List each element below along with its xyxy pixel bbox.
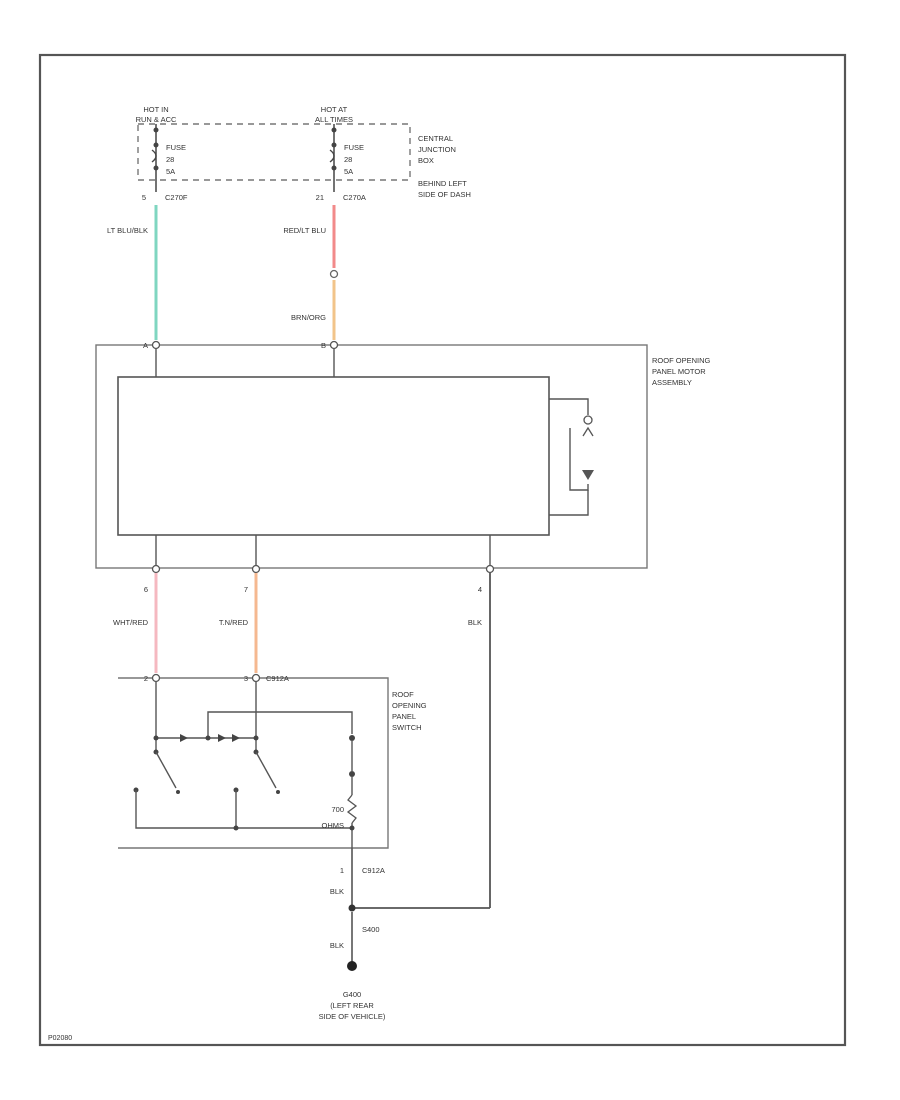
resistor-unit: OHMS (322, 821, 345, 830)
pin-c270a: 21 (316, 193, 324, 202)
fuse-right (329, 124, 337, 192)
switch-label-3: PANEL (392, 712, 416, 721)
central-junction-box-outline (137, 123, 411, 181)
switch-label-2: OPENING (392, 701, 427, 710)
inline-connector (329, 269, 339, 279)
wire-lt-blu-blk-label: LT BLU/BLK (107, 226, 148, 235)
resistor-value: 700 (331, 805, 344, 814)
fuse-right-label: FUSE (344, 143, 364, 152)
switch-label-1: ROOF (392, 690, 414, 699)
wire-blk-2-label: BLK (330, 887, 344, 896)
motor-assembly-outer (95, 344, 648, 569)
motor-label-1: ROOF OPENING (652, 356, 711, 365)
cjb-label-3: BOX (418, 156, 434, 165)
splice-s400: S400 (362, 925, 380, 934)
switch-pin-3: 3 (244, 674, 248, 683)
motor-assembly-inner (117, 376, 550, 536)
switch-enclosure (118, 677, 389, 849)
pin-c270f: 5 (142, 193, 146, 202)
fuse-left-label: FUSE (166, 143, 186, 152)
hot-in-run-label-2: RUN & ACC (136, 115, 177, 124)
ground-id: G400 (343, 990, 361, 999)
connector-c270f: C270F (165, 193, 188, 202)
limit-switch-icon (549, 398, 594, 516)
motor-pin-6-terminal (151, 564, 161, 574)
connector-c912a: C912A (266, 674, 289, 683)
motor-pin-6: 6 (144, 585, 148, 594)
motor-pin-b-terminal (329, 340, 339, 350)
motor-pin-b: B (321, 341, 326, 350)
motor-label-2: PANEL MOTOR (652, 367, 706, 376)
wire-brn-org-label: BRN/ORG (291, 313, 326, 322)
hot-at-all-times-label-2: ALL TIMES (315, 115, 353, 124)
ground-location-1: (LEFT REAR (330, 1001, 374, 1010)
motor-pin-7-terminal (251, 564, 261, 574)
switch-pin-3-terminal (251, 673, 261, 683)
pin-c912a-lower: 1 (340, 866, 344, 875)
ground-icon (347, 961, 357, 971)
fuse-left-amp: 5A (166, 167, 175, 176)
switch-pin-2-terminal (151, 673, 161, 683)
fuse-left-number: 28 (166, 155, 174, 164)
figure-id: P02080 (48, 1035, 72, 1042)
cjb-label-5: SIDE OF DASH (418, 190, 471, 199)
motor-pin-a-terminal (151, 340, 161, 350)
fuse-right-number: 28 (344, 155, 352, 164)
wire-wht-red-label: WHT/RED (113, 618, 149, 627)
connector-c270a: C270A (343, 193, 366, 202)
ground-location-2: SIDE OF VEHICLE) (319, 1012, 386, 1021)
motor-pin-4: 4 (478, 585, 482, 594)
switch-label-4: SWITCH (392, 723, 422, 732)
connector-c912a-lower: C912A (362, 866, 385, 875)
motor-pin-7: 7 (244, 585, 248, 594)
motor-label-3: ASSEMBLY (652, 378, 692, 387)
hot-in-run-label: HOT IN (143, 105, 168, 114)
wire-tan-red-label: T.N/RED (219, 618, 249, 627)
cjb-label-2: JUNCTION (418, 145, 456, 154)
motor-pin-a: A (143, 341, 148, 350)
wire-blk-label: BLK (468, 618, 482, 627)
fuse-left (151, 124, 159, 192)
diagram-frame (38, 53, 847, 1047)
splice-s400-dot (348, 904, 356, 912)
wire-red-lt-blu-label: RED/LT BLU (283, 226, 326, 235)
motor-pin-4-terminal (485, 564, 495, 574)
switch-pin-2: 2 (144, 674, 148, 683)
roof-switch-internals (133, 682, 358, 848)
hot-at-all-times-label: HOT AT (321, 105, 348, 114)
wire-blk-3-label: BLK (330, 941, 344, 950)
cjb-label-4: BEHIND LEFT (418, 179, 467, 188)
cjb-label-1: CENTRAL (418, 134, 453, 143)
fuse-right-amp: 5A (344, 167, 353, 176)
